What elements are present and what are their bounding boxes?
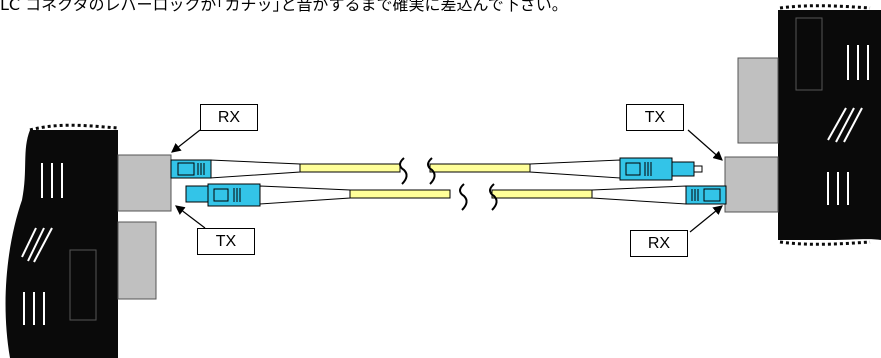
left-tx-connector xyxy=(185,183,261,207)
left-lower-port xyxy=(117,221,157,300)
right-rx-arrow xyxy=(689,205,723,233)
right-device xyxy=(778,0,881,246)
right-upper-port xyxy=(737,57,779,144)
right-tx-label: TX xyxy=(626,104,684,131)
instruction-text: LC コネクタのレバーロックが｢カチッ｣と音がするまで確実に差込んで下さい。 xyxy=(0,0,568,14)
left-rx-label: RX xyxy=(200,104,258,131)
left-tx-arrow xyxy=(175,205,206,229)
left-rx-arrow xyxy=(171,129,201,153)
right-port xyxy=(724,156,779,213)
right-device-body xyxy=(778,0,881,240)
left-device xyxy=(5,123,119,358)
right-tx-arrow xyxy=(687,129,723,161)
upper-fiber-cable xyxy=(209,157,621,185)
left-tx-label: TX xyxy=(197,228,255,255)
lower-fiber-cable xyxy=(259,183,687,211)
right-rx-label: RX xyxy=(630,230,688,257)
left-port xyxy=(117,154,172,212)
left-rx-connector xyxy=(170,159,212,179)
right-tx-connector xyxy=(619,157,703,181)
right-rx-connector xyxy=(685,185,727,205)
